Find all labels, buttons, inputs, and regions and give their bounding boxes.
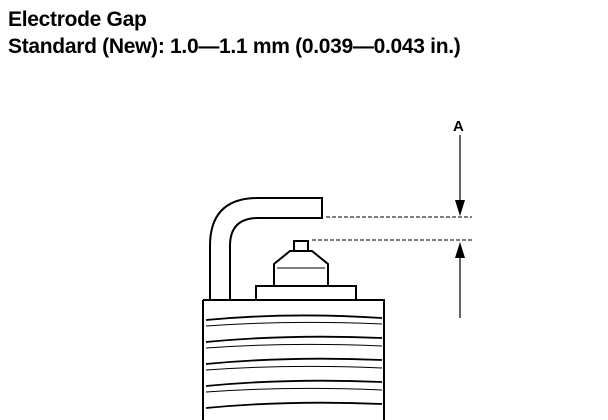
gap-dimension-label: A (453, 118, 464, 135)
spark-plug-illustration (202, 197, 385, 420)
dimension-extension-lines (312, 216, 472, 241)
ground-electrode (209, 197, 323, 300)
dimension-arrow-down (455, 135, 465, 216)
insulator-base (255, 285, 357, 301)
threaded-shell (202, 299, 385, 420)
center-electrode (293, 240, 309, 252)
page-title: Electrode Gap (8, 8, 147, 31)
dimension-arrow-up (455, 242, 465, 318)
gap-specification: Standard (New): 1.0—1.1 mm (0.039—0.043 … (8, 35, 461, 58)
